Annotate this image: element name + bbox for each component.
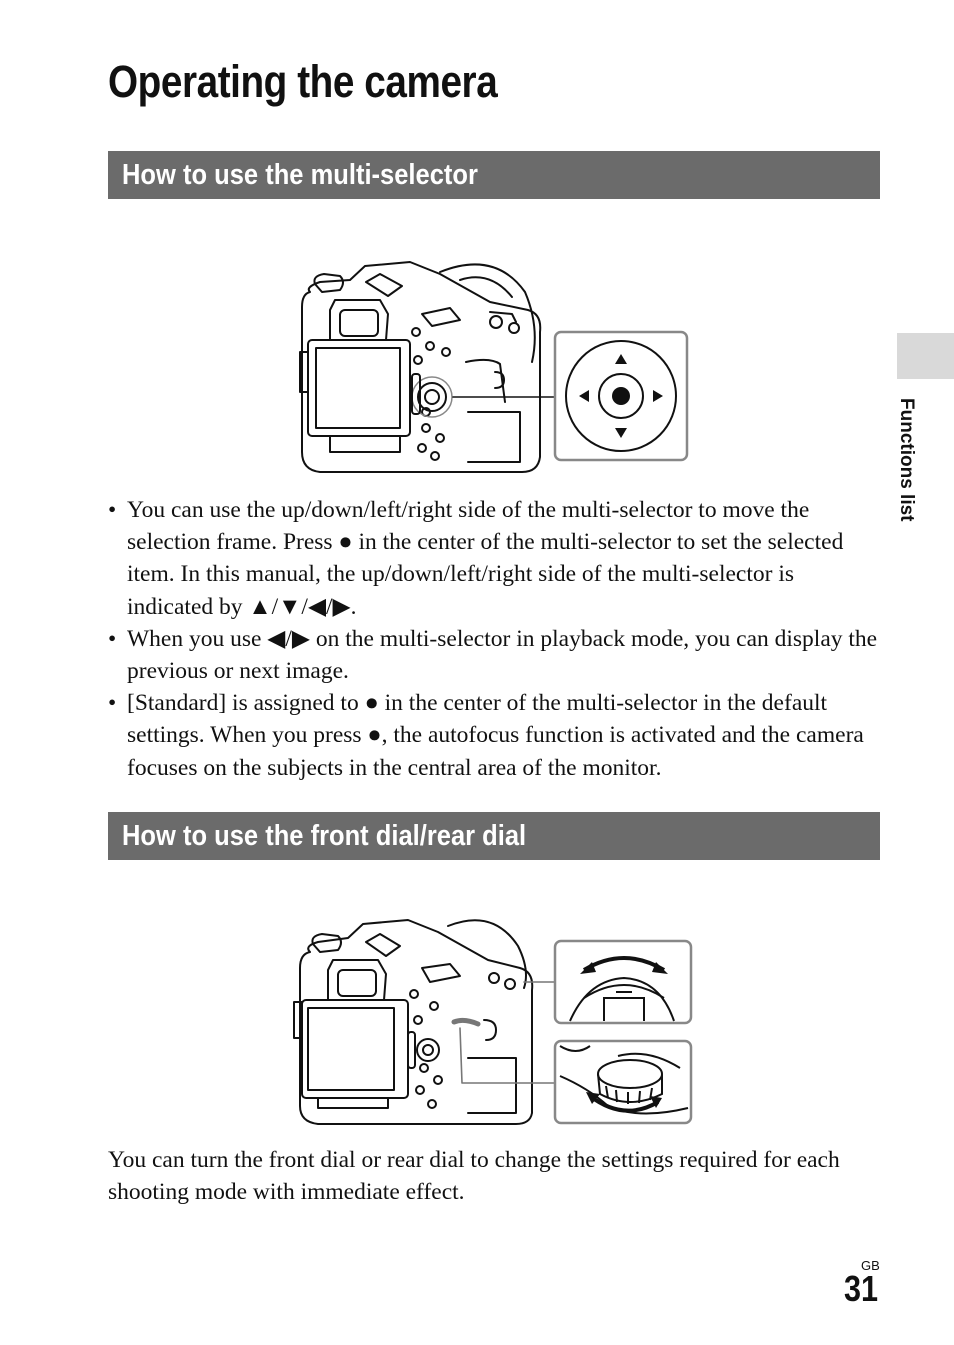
page-region-code: GB xyxy=(861,1258,880,1273)
page-number: 31 xyxy=(844,1268,879,1309)
camera-multi-selector-illustration xyxy=(299,261,689,473)
section-heading-multi-selector: How to use the multi-selector xyxy=(108,151,880,199)
section-heading-text: How to use the multi-selector xyxy=(122,159,478,191)
list-item: When you use ◀/▶ on the multi-selector i… xyxy=(108,623,880,687)
camera-front-rear-dial-illustration xyxy=(293,919,693,1125)
side-section-label: Functions list xyxy=(896,398,917,522)
section-heading-text: How to use the front dial/rear dial xyxy=(122,820,527,852)
dial-instructions: You can turn the front dial or rear dial… xyxy=(108,1147,840,1206)
list-item: You can use the up/down/left/right side … xyxy=(108,494,880,623)
section-tab-marker xyxy=(897,333,954,379)
page-title: Operating the camera xyxy=(108,56,498,107)
section-heading-dials: How to use the front dial/rear dial xyxy=(108,812,880,860)
list-item: [Standard] is assigned to ● in the cente… xyxy=(108,687,880,784)
multi-selector-instructions: You can use the up/down/left/right side … xyxy=(108,494,880,784)
